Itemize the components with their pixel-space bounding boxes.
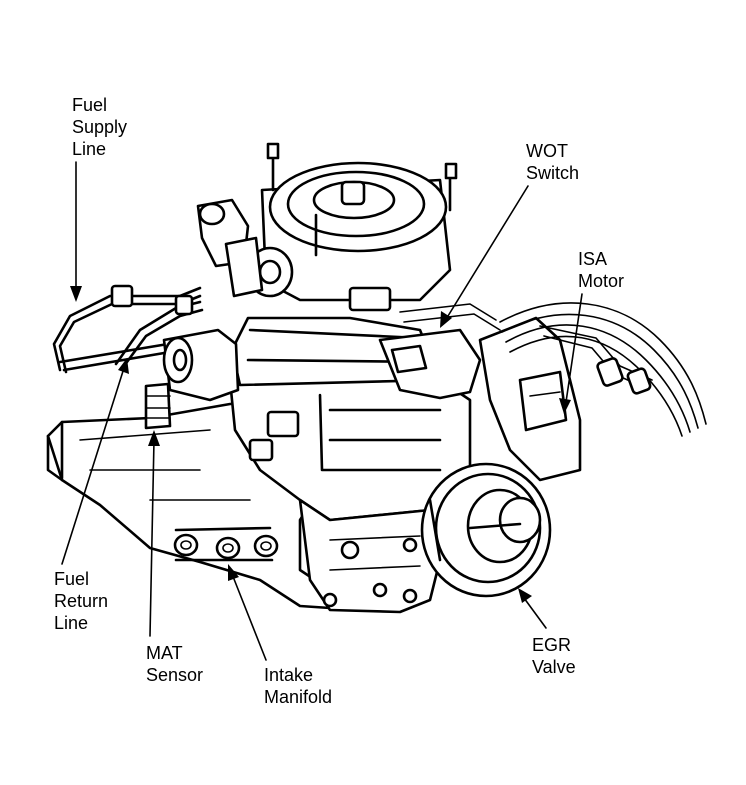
leader-lines [61,161,583,661]
label-fuel-supply-line: Fuel Supply Line [72,95,128,159]
label-wot-switch: WOT Switch [526,141,580,183]
wiring-harness-drawing [499,302,707,437]
wot-switch-drawing [378,303,501,400]
label-isa-motor: ISA Motor [578,249,625,291]
throttle-body-block [228,378,472,614]
label-fuel-return-line: Fuel Return Line [54,569,109,633]
label-intake-manifold: Intake Manifold [264,665,333,707]
fuel-lines-drawing [52,284,240,402]
isa-motor-drawing [478,316,582,482]
label-mat-sensor: MAT Sensor [146,643,204,685]
label-egr-valve: EGR Valve [532,635,576,677]
egr-valve-drawing [420,462,552,598]
mat-sensor-drawing [144,382,172,430]
upper-throttle-body [196,142,458,387]
